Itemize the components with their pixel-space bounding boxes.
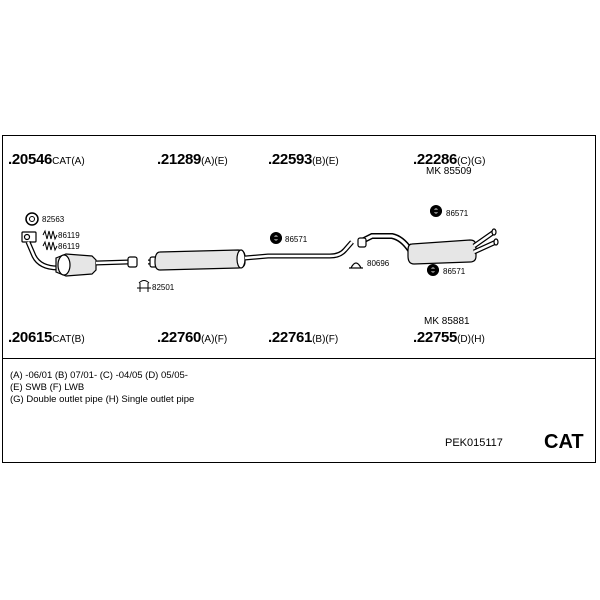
part-22755: .22755(D)(H) — [413, 330, 485, 346]
part-suffix: CAT(B) — [52, 334, 85, 345]
part-number: .22593 — [268, 151, 313, 168]
part-suffix: (B)(E) — [312, 156, 339, 167]
part-suffix: CAT(A) — [52, 156, 85, 167]
part-22761: .22761(B)(F) — [268, 330, 338, 346]
part-22760: .22760(A)(F) — [157, 330, 227, 346]
spring-icon — [42, 229, 58, 252]
part-number: .20546 — [8, 151, 53, 168]
label-86571-top: 86571 — [446, 209, 469, 218]
part-22593: .22593(B)(E) — [268, 152, 339, 168]
gasket-icon — [25, 212, 39, 226]
hanger-icon — [427, 264, 439, 276]
rear-silencer-icon — [357, 228, 499, 265]
label-82563: 82563 — [42, 215, 65, 224]
hanger-icon — [270, 232, 282, 244]
part-20546: .20546CAT(A) — [8, 152, 85, 168]
part-number: .20615 — [8, 329, 53, 346]
middle-silencer-icon — [148, 249, 246, 271]
part-suffix: (A)(F) — [201, 334, 228, 345]
part-number: .21289 — [157, 151, 202, 168]
note-outlet-pipe: (G) Double outlet pipe (H) Single outlet… — [10, 394, 195, 405]
catalytic-converter-icon — [21, 231, 138, 277]
label-86571-mid: 86571 — [285, 235, 308, 244]
label-82501: 82501 — [152, 283, 175, 292]
notes-divider — [2, 358, 596, 359]
label-86119-b: 86119 — [58, 242, 80, 251]
part-20615: .20615CAT(B) — [8, 330, 85, 346]
note-wheelbase: (E) SWB (F) LWB — [10, 382, 85, 393]
part-22286: .22286(C)(G) — [413, 152, 485, 168]
label-86571-bottom: 86571 — [443, 267, 466, 276]
part-number: .22286 — [413, 151, 458, 168]
category-label: CAT — [544, 431, 584, 453]
kit-code: PEK015117 — [445, 437, 503, 449]
part-21289: .21289(A)(E) — [157, 152, 228, 168]
clamp-icon — [349, 262, 363, 269]
diagram-frame — [2, 135, 596, 463]
part-suffix: (A)(E) — [201, 156, 228, 167]
part-suffix: (C)(G) — [457, 156, 486, 167]
label-80696: 80696 — [367, 259, 390, 268]
mounting-kit-bottom: MK 85881 — [424, 316, 470, 327]
part-suffix: (D)(H) — [457, 334, 485, 345]
clamp-icon — [137, 280, 151, 292]
part-suffix: (B)(F) — [312, 334, 339, 345]
part-number: .22760 — [157, 329, 202, 346]
mounting-kit-top: MK 85509 — [426, 166, 472, 177]
rear-pipe-icon — [244, 240, 354, 261]
label-86119-a: 86119 — [58, 231, 80, 240]
part-number: .22761 — [268, 329, 313, 346]
note-date-ranges: (A) -06/01 (B) 07/01- (C) -04/05 (D) 05/… — [10, 370, 188, 381]
hanger-icon — [430, 205, 442, 217]
part-number: .22755 — [413, 329, 458, 346]
